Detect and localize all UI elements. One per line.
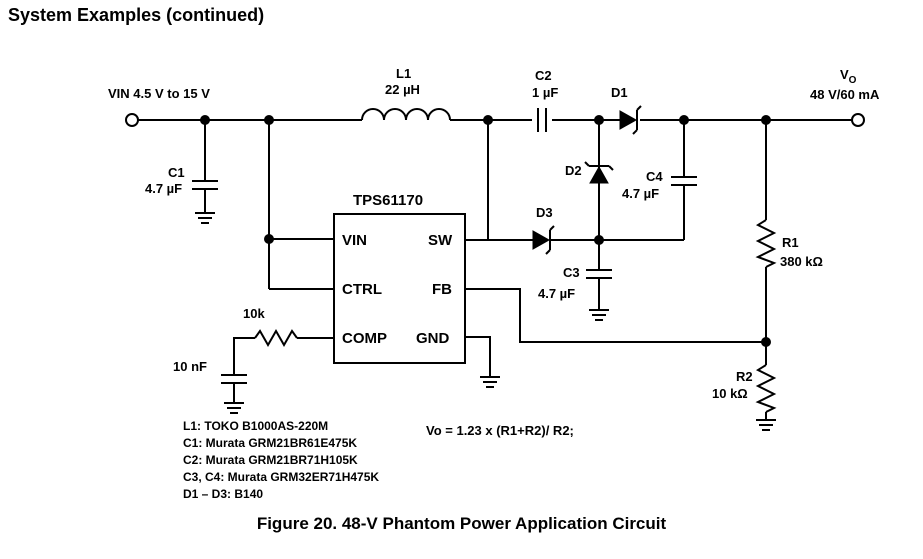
junction-dot xyxy=(594,235,604,245)
capacitor-c1 xyxy=(192,120,218,224)
vin-ctrl-wires xyxy=(268,120,334,290)
diode-d3 xyxy=(465,120,684,255)
r2-ref: R2 xyxy=(736,369,753,384)
junction-dot xyxy=(264,234,274,244)
junction-dot xyxy=(200,115,210,125)
pin-fb: FB xyxy=(432,281,452,298)
bom-line-c2: C2: Murata GRM21BR71H105K xyxy=(183,453,358,467)
inductor-l1 xyxy=(361,108,451,121)
feedback-wire xyxy=(465,288,766,343)
pin-gnd: GND xyxy=(416,330,450,347)
c4-value: 4.7 µF xyxy=(622,186,659,201)
l1-ref: L1 xyxy=(396,66,411,81)
junction-dot xyxy=(679,115,689,125)
r1-ref: R1 xyxy=(782,235,799,250)
resistor-r1 xyxy=(755,120,777,342)
ic-ground xyxy=(465,336,500,388)
junction-dots xyxy=(200,115,771,347)
junction-dot xyxy=(761,337,771,347)
c2-value: 1 µF xyxy=(532,85,558,100)
rcomp-value: 10k xyxy=(243,306,265,321)
r1-value: 380 kΩ xyxy=(780,254,823,269)
d1-ref: D1 xyxy=(611,85,628,100)
ccomp-value: 10 nF xyxy=(173,359,207,374)
input-terminal xyxy=(125,113,139,127)
input-label: VIN 4.5 V to 15 V xyxy=(108,86,210,101)
pin-vin: VIN xyxy=(342,232,367,249)
diode-d2 xyxy=(584,120,614,240)
d3-ref: D3 xyxy=(536,205,553,220)
pin-ctrl: CTRL xyxy=(342,281,382,298)
output-terminal xyxy=(851,113,865,127)
ic-name: TPS61170 xyxy=(353,192,423,209)
bom-line-c1: C1: Murata GRM21BR61E475K xyxy=(183,436,357,450)
bom-line-diodes: D1 – D3: B140 xyxy=(183,487,263,501)
r2-value: 10 kΩ xyxy=(712,386,748,401)
junction-dot xyxy=(761,115,771,125)
d2-ref: D2 xyxy=(565,163,582,178)
vo-formula: Vo = 1.23 x (R1+R2)/ R2; xyxy=(426,423,574,438)
c4-ref: C4 xyxy=(646,169,663,184)
c3-ref: C3 xyxy=(563,265,580,280)
bom-line-c3-c4: C3, C4: Murata GRM32ER71H475K xyxy=(183,470,379,484)
junction-dot xyxy=(264,115,274,125)
figure-caption: Figure 20. 48-V Phantom Power Applicatio… xyxy=(256,514,667,533)
bom-list: L1: TOKO B1000AS-220M C1: Murata GRM21BR… xyxy=(183,419,379,501)
pin-sw: SW xyxy=(428,232,453,249)
junction-dot xyxy=(483,115,493,125)
l1-value: 22 µH xyxy=(385,82,420,97)
c1-value: 4.7 µF xyxy=(145,181,182,196)
comp-network xyxy=(221,328,334,414)
output-rating: 48 V/60 mA xyxy=(810,87,880,102)
pin-comp: COMP xyxy=(342,330,387,347)
output-label: VO xyxy=(840,67,857,86)
resistor-r2 xyxy=(755,342,777,431)
capacitor-c2 xyxy=(537,108,547,132)
bom-line-l1: L1: TOKO B1000AS-220M xyxy=(183,419,328,433)
c2-ref: C2 xyxy=(535,68,552,83)
c3-value: 4.7 µF xyxy=(538,286,575,301)
c1-ref: C1 xyxy=(168,165,185,180)
output-label-main: V xyxy=(840,67,849,82)
capacitor-c4 xyxy=(671,120,697,240)
junction-dot xyxy=(594,115,604,125)
diode-d1 xyxy=(619,105,642,135)
page-heading: System Examples (continued) xyxy=(8,5,265,25)
output-label-subscript: O xyxy=(849,75,857,86)
capacitor-c3 xyxy=(586,240,612,321)
